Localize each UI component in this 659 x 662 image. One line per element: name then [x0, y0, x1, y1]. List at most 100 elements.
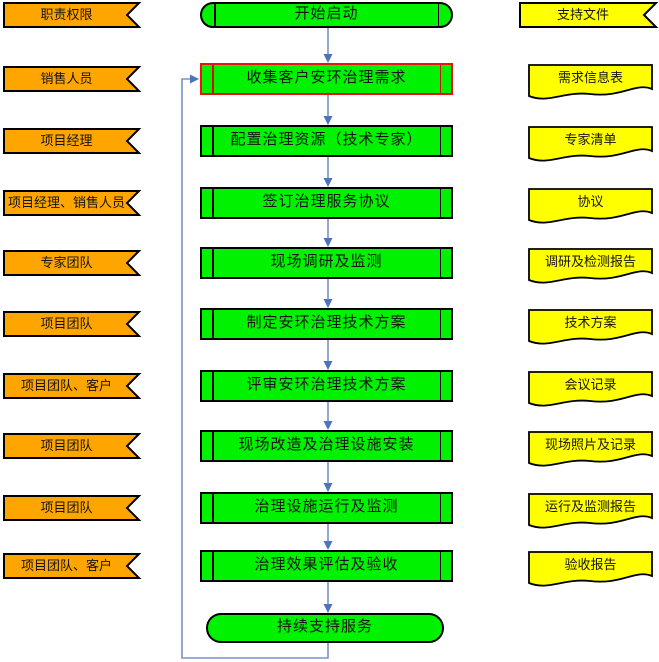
document-label: 需求信息表 — [557, 69, 623, 85]
role-banner: 项目团队 — [3, 433, 142, 459]
role-banner: 项目团队 — [3, 495, 142, 521]
arrowhead-down-icon — [323, 483, 333, 492]
arrowhead-down-icon — [323, 178, 333, 187]
arrowhead-down-icon — [323, 604, 333, 613]
document-node: 需求信息表 — [528, 64, 653, 104]
document-shape — [528, 64, 653, 100]
arrowhead-down-icon — [323, 238, 333, 247]
role-label: 项目经理、销售人员 — [7, 194, 125, 210]
banner-shape — [3, 311, 142, 337]
banner-shape — [3, 373, 142, 399]
document-node: 现场照片及记录 — [528, 431, 653, 471]
document-label: 会议记录 — [564, 376, 617, 392]
banner-shape — [3, 553, 142, 579]
process-node: 现场调研及监测 — [200, 247, 453, 279]
shape-divider-line — [439, 310, 441, 338]
document-node: 技术方案 — [528, 309, 653, 349]
document-shape — [528, 551, 653, 587]
document-label: 技术方案 — [564, 314, 617, 330]
role-label: 项目团队 — [40, 315, 93, 331]
process-label: 收集客户安环治理需求 — [246, 70, 407, 87]
process-node: 制定安环治理技术方案 — [200, 308, 453, 340]
document-node: 调研及检测报告 — [528, 248, 653, 288]
docs-header-banner: 支持文件 — [519, 2, 659, 28]
document-shape — [528, 126, 653, 162]
banner-shape — [3, 128, 142, 154]
shape-divider-line — [214, 4, 216, 26]
process-label: 治理设施运行及监测 — [254, 499, 399, 516]
document-label: 专家清单 — [564, 131, 617, 147]
document-node: 验收报告 — [528, 551, 653, 591]
document-label: 调研及检测报告 — [544, 253, 636, 269]
shape-divider-line — [439, 372, 441, 400]
shape-divider-line — [439, 65, 441, 93]
shape-divider-line — [212, 432, 214, 460]
process-label: 签订治理服务协议 — [262, 194, 391, 211]
process-node: 评审安环治理技术方案 — [200, 370, 453, 402]
role-label: 项目团队、客户 — [20, 377, 112, 393]
shape-divider-line — [439, 432, 441, 460]
banner-shape — [3, 190, 142, 216]
process-label: 配置治理资源（技术专家） — [230, 132, 423, 149]
role-banner: 专家团队 — [3, 250, 142, 276]
role-label: 销售人员 — [40, 70, 93, 86]
banner-shape — [3, 250, 142, 276]
process-node: 治理设施运行及监测 — [200, 492, 453, 524]
role-label: 项目团队 — [40, 437, 93, 453]
process-node: 签订治理服务协议 — [200, 187, 453, 219]
document-shape — [528, 188, 653, 224]
role-label: 项目经理 — [40, 132, 93, 148]
role-banner: 销售人员 — [3, 66, 142, 92]
arrowhead-down-icon — [323, 361, 333, 370]
end-label: 持续支持服务 — [276, 619, 373, 636]
banner-shape — [3, 433, 142, 459]
process-node: 现场改造及治理设施安装 — [200, 430, 453, 462]
arrowhead-down-icon — [323, 541, 333, 550]
document-node: 运行及监测报告 — [528, 493, 653, 533]
shape-divider-line — [212, 127, 214, 155]
document-label: 验收报告 — [564, 556, 617, 572]
role-banner: 项目经理 — [3, 128, 142, 154]
process-label: 治理效果评估及验收 — [254, 557, 399, 574]
shape-divider-line — [212, 310, 214, 338]
banner-shape — [519, 2, 659, 28]
shape-divider-line — [439, 189, 441, 217]
process-label: 现场调研及监测 — [270, 254, 383, 271]
process-label: 制定安环治理技术方案 — [246, 315, 407, 332]
arrowhead-down-icon — [323, 54, 333, 63]
arrowhead-down-icon — [323, 299, 333, 308]
arrowhead-down-icon — [323, 421, 333, 430]
shape-divider-line — [437, 4, 439, 26]
arrowhead-right-icon — [190, 74, 199, 84]
document-label: 运行及监测报告 — [544, 498, 636, 514]
document-shape — [528, 248, 653, 284]
document-shape — [528, 309, 653, 345]
shape-divider-line — [439, 249, 441, 277]
document-node: 专家清单 — [528, 126, 653, 166]
banner-shape — [3, 495, 142, 521]
shape-divider-line — [439, 494, 441, 522]
start-label: 开始启动 — [294, 6, 359, 23]
arrowhead-down-icon — [323, 116, 333, 125]
document-label: 现场照片及记录 — [544, 436, 636, 452]
document-shape — [528, 431, 653, 467]
process-label: 现场改造及治理设施安装 — [238, 437, 415, 454]
shape-divider-line — [212, 189, 214, 217]
document-shape — [528, 371, 653, 407]
role-banner: 项目经理、销售人员 — [3, 190, 142, 216]
role-label: 职责权限 — [40, 6, 93, 22]
banner-shape — [3, 66, 142, 92]
shape-divider-line — [212, 372, 214, 400]
role-banner: 项目团队、客户 — [3, 553, 142, 579]
start-node: 开始启动 — [200, 2, 453, 28]
document-node: 会议记录 — [528, 371, 653, 411]
roles-header-banner: 职责权限 — [3, 2, 142, 28]
shape-divider-line — [439, 552, 441, 580]
process-node: 配置治理资源（技术专家） — [200, 125, 453, 157]
banner-shape — [3, 2, 142, 28]
shape-divider-line — [212, 65, 214, 93]
role-banner: 项目团队、客户 — [3, 373, 142, 399]
role-banner: 项目团队 — [3, 311, 142, 337]
shape-divider-line — [212, 249, 214, 277]
end-node: 持续支持服务 — [206, 613, 444, 643]
